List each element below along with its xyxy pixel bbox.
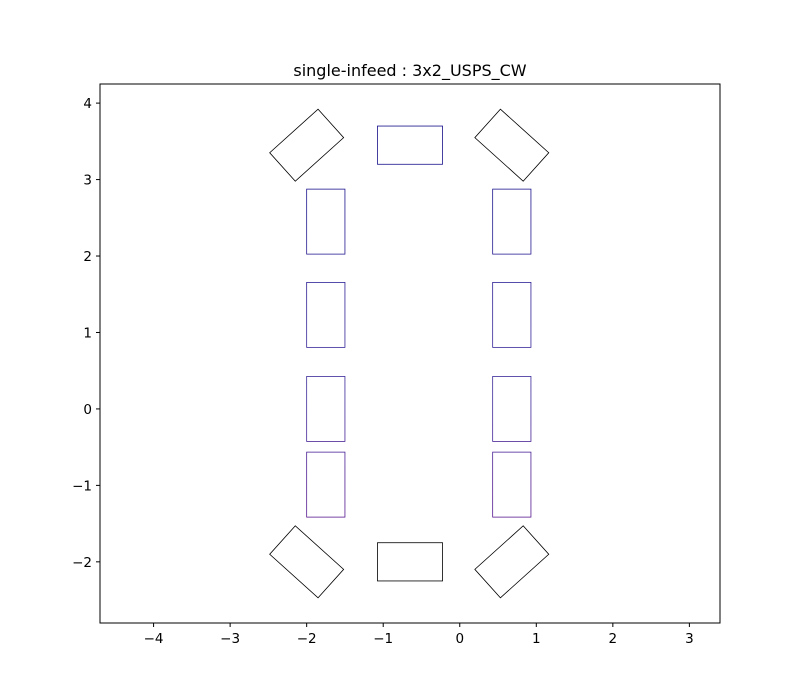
y-tick-label: −1 bbox=[72, 478, 92, 494]
right-rect-3 bbox=[492, 188, 532, 255]
x-tick-label: −2 bbox=[297, 631, 317, 647]
x-tick-label: 1 bbox=[532, 631, 541, 647]
left-rect-1 bbox=[306, 376, 346, 442]
bottom-center-rect bbox=[377, 542, 443, 582]
bottom-right-diamond-rect bbox=[474, 525, 550, 599]
plot-area bbox=[99, 83, 721, 624]
y-tick-label: −2 bbox=[72, 555, 92, 571]
y-tick-label: 1 bbox=[83, 325, 92, 341]
right-rect-0 bbox=[492, 451, 532, 518]
x-tick-label: −3 bbox=[220, 631, 240, 647]
y-axis: −2 −1 0 1 2 3 4 bbox=[72, 96, 100, 571]
top-left-diamond-rect bbox=[269, 108, 345, 182]
right-rect-1 bbox=[492, 376, 532, 442]
y-tick-label: 0 bbox=[83, 402, 92, 418]
x-tick-label: 2 bbox=[609, 631, 618, 647]
x-tick-label: 3 bbox=[685, 631, 694, 647]
right-rect-2 bbox=[492, 281, 532, 348]
top-right-diamond-rect bbox=[474, 108, 550, 182]
left-rect-3 bbox=[306, 188, 346, 255]
x-axis: −4 −3 −2 −1 0 1 2 3 bbox=[144, 623, 694, 647]
left-rect-0 bbox=[306, 451, 346, 518]
x-tick-label: 0 bbox=[455, 631, 464, 647]
top-center-rect bbox=[377, 125, 443, 165]
left-rect-2 bbox=[306, 281, 346, 348]
x-tick-label: −1 bbox=[373, 631, 393, 647]
bottom-left-diamond-rect bbox=[269, 525, 345, 599]
shapes-layer bbox=[269, 108, 550, 599]
chart-title: single-infeed : 3x2_USPS_CW bbox=[293, 61, 526, 81]
y-tick-label: 4 bbox=[83, 96, 92, 112]
y-tick-label: 3 bbox=[83, 173, 92, 189]
y-tick-label: 2 bbox=[83, 249, 92, 265]
x-tick-label: −4 bbox=[144, 631, 164, 647]
